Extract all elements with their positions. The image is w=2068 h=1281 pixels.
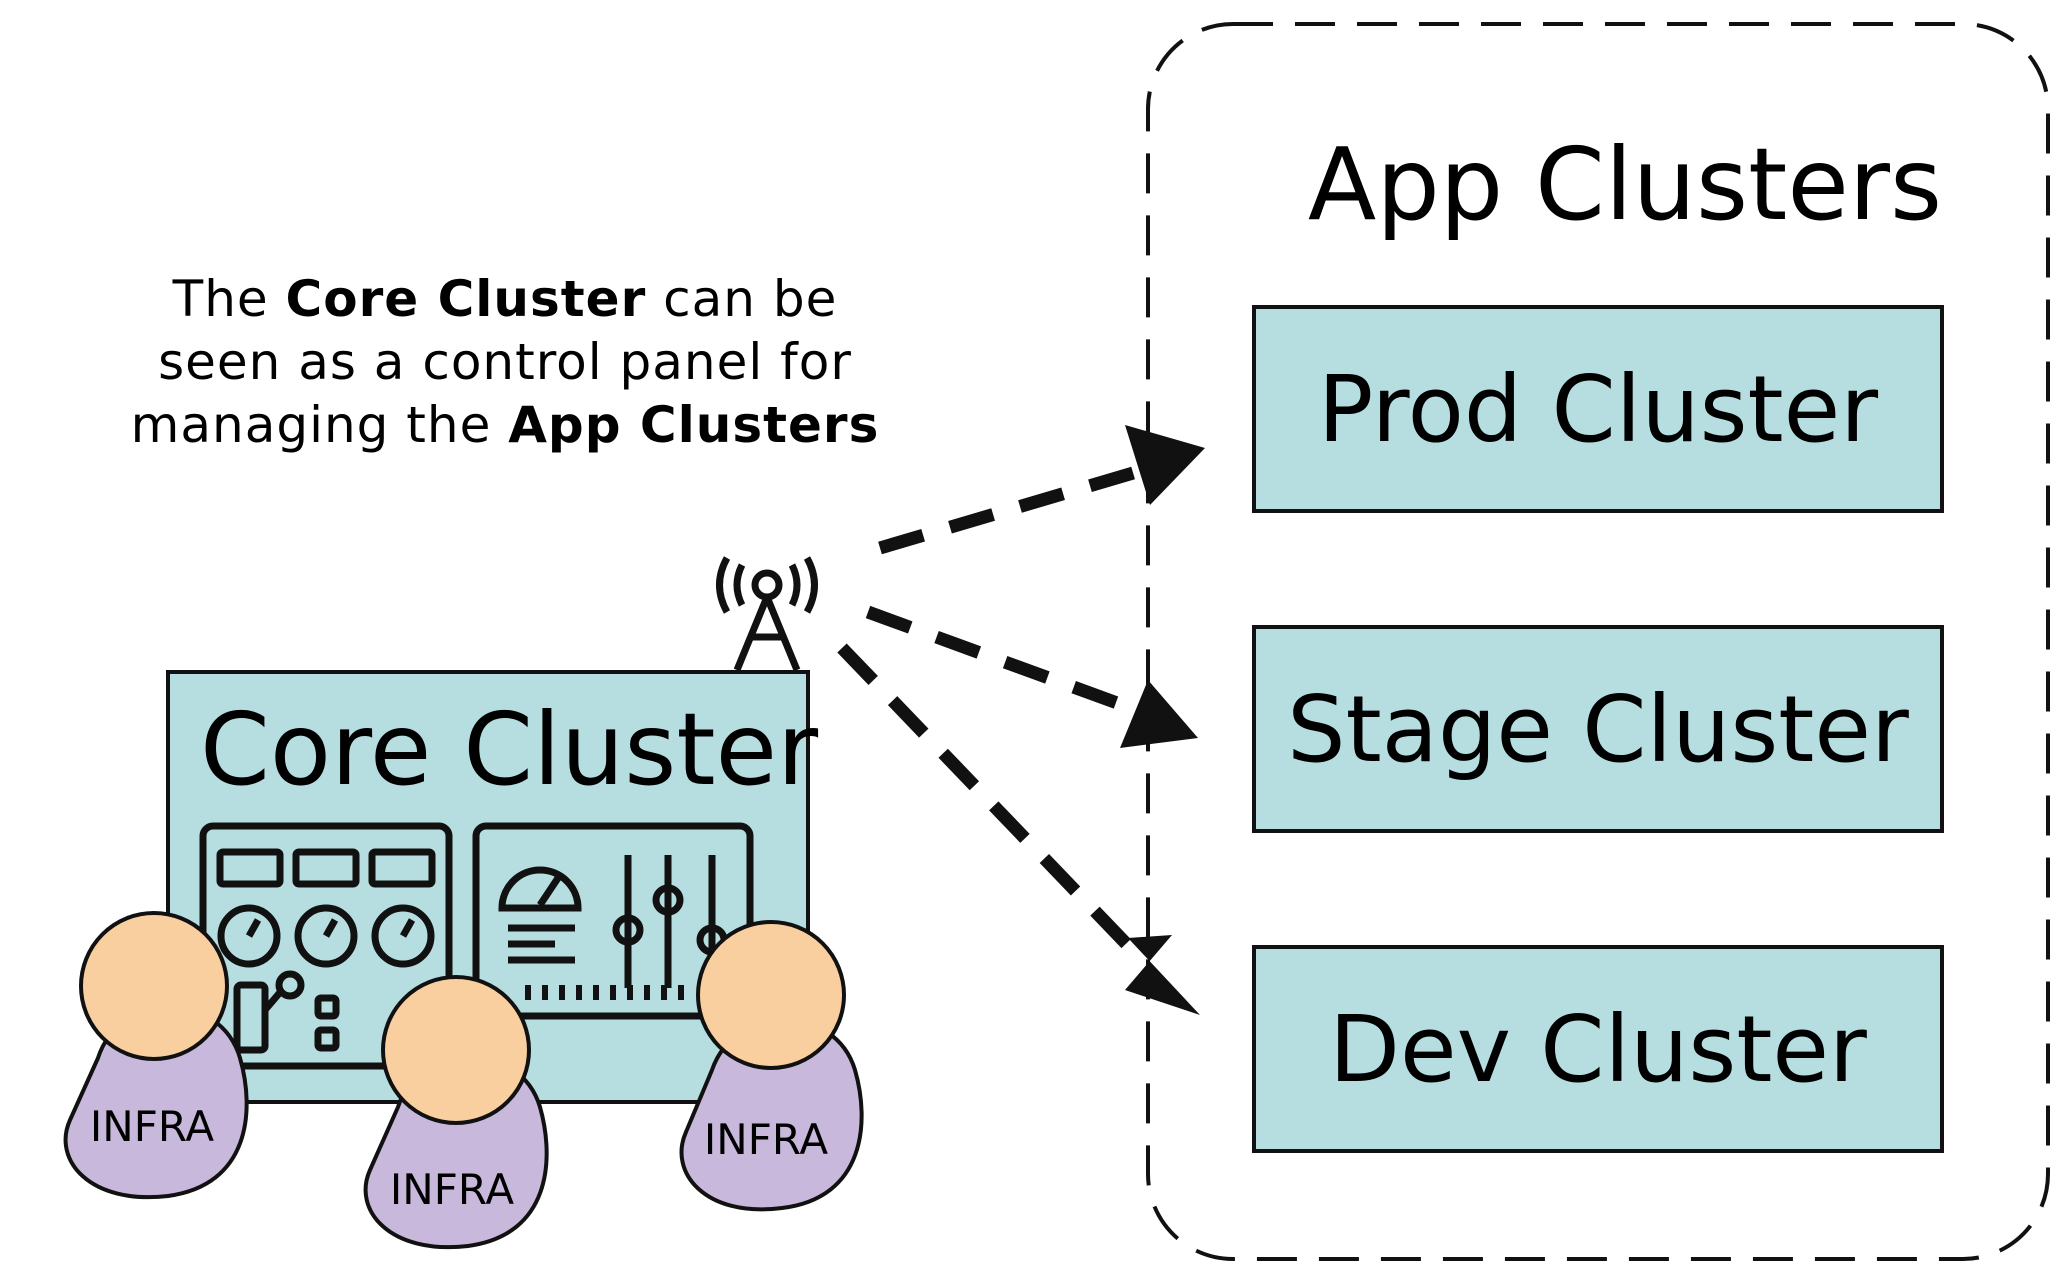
- note-text: managing the: [130, 396, 509, 454]
- person-3-badge: INFRA: [703, 1115, 829, 1164]
- arrow-to-dev: [837, 643, 1200, 1015]
- person-2: [363, 975, 549, 1250]
- arrow-to-stage: [865, 605, 1198, 748]
- person-1: [63, 911, 249, 1200]
- note-bold-app: App Clusters: [508, 396, 880, 454]
- prod-cluster-box: Prod Cluster: [1252, 305, 1944, 513]
- note-line-2: seen as a control panel for: [158, 333, 852, 391]
- person-1-badge: INFRA: [89, 1102, 215, 1151]
- note-text: The: [172, 270, 286, 328]
- app-clusters-title: App Clusters: [1307, 126, 1943, 243]
- person-3: [679, 920, 864, 1212]
- control-panel-right-icon: [472, 822, 754, 1020]
- note-bold-core: Core Cluster: [285, 270, 647, 328]
- panel-tick-row: [525, 985, 684, 1000]
- note-text: can be: [646, 270, 838, 328]
- core-cluster-description: The Core Cluster can be seen as a contro…: [130, 268, 880, 457]
- arrow-to-prod: [878, 425, 1205, 555]
- person-2-badge: INFRA: [389, 1165, 515, 1214]
- app-clusters-container: [1146, 22, 2050, 1261]
- dev-cluster-box: Dev Cluster: [1252, 945, 1944, 1153]
- core-cluster-title: Core Cluster: [200, 691, 819, 808]
- stage-cluster-box: Stage Cluster: [1252, 625, 1944, 833]
- antenna-icon: [716, 556, 818, 672]
